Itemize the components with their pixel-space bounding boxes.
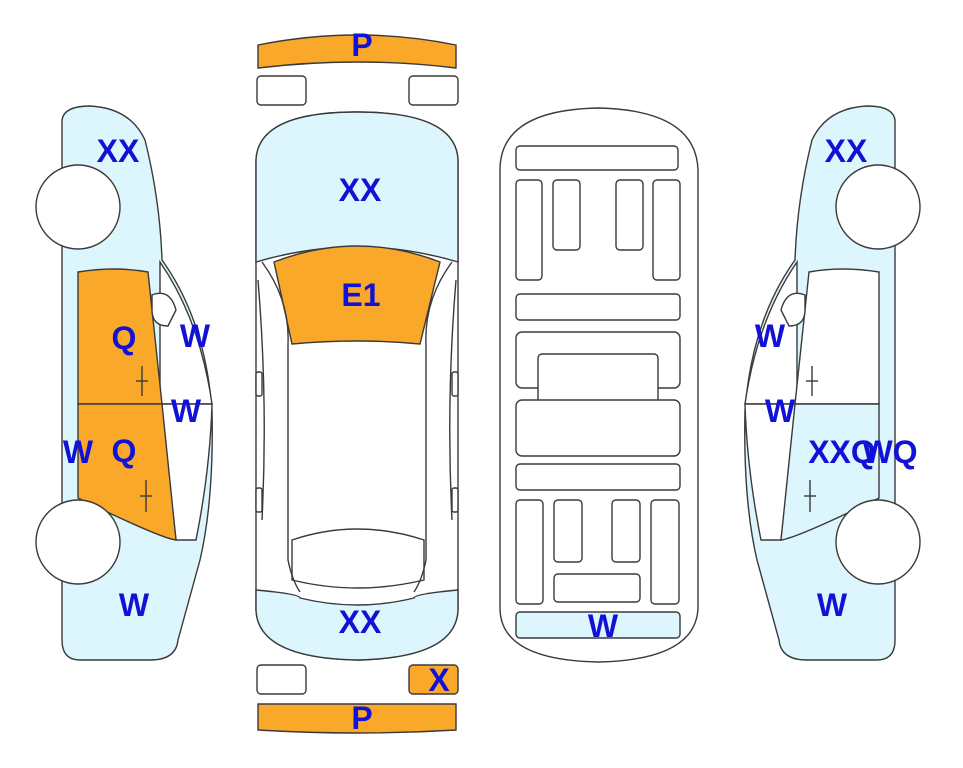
left-front-wheel[interactable]	[35, 164, 121, 250]
label-left-front-door: Q	[112, 320, 137, 356]
label-right-front-window: W	[755, 318, 786, 354]
label-rear-corner: X	[428, 662, 450, 698]
trunk[interactable]	[255, 589, 459, 661]
label-right-door-extra: WQ	[862, 434, 917, 470]
label-left-rocker: W	[63, 434, 94, 470]
left-side-view	[35, 105, 213, 661]
label-right-doors: XXQ	[808, 434, 876, 470]
underbody-rear[interactable]	[515, 611, 681, 639]
damage-labels: P XX E1 XX X P W XX Q W W W Q W XX W W X…	[63, 27, 918, 736]
label-trunk: XX	[339, 604, 382, 640]
rear-left-light[interactable]	[256, 664, 307, 695]
label-rear-bumper: P	[351, 700, 372, 736]
windshield[interactable]	[273, 245, 441, 345]
label-underbody-rear: W	[588, 608, 619, 644]
left-front-door[interactable]	[77, 268, 163, 405]
right-side-view	[744, 105, 921, 661]
left-rear-wheel[interactable]	[35, 499, 121, 585]
label-right-front-fender: XX	[825, 133, 868, 169]
front-left-light[interactable]	[256, 75, 307, 106]
underbody-view	[499, 107, 699, 663]
rear-bumper[interactable]	[257, 703, 457, 734]
label-windshield: E1	[341, 277, 380, 313]
top-view	[255, 34, 459, 734]
label-left-rear-quarter: W	[119, 587, 150, 623]
label-right-rear-quarter: W	[817, 587, 848, 623]
label-front-bumper: P	[351, 27, 372, 63]
front-right-light[interactable]	[408, 75, 459, 106]
label-right-rear-window: W	[765, 393, 796, 429]
rear-corner[interactable]	[408, 664, 459, 695]
label-hood: XX	[339, 172, 382, 208]
right-front-wheel[interactable]	[835, 164, 921, 250]
front-bumper[interactable]	[257, 34, 457, 69]
label-left-front-fender: XX	[97, 133, 140, 169]
right-rear-wheel[interactable]	[835, 499, 921, 585]
label-left-rear-window: W	[171, 393, 202, 429]
label-left-front-window: W	[180, 318, 211, 354]
label-left-rear-door: Q	[112, 433, 137, 469]
